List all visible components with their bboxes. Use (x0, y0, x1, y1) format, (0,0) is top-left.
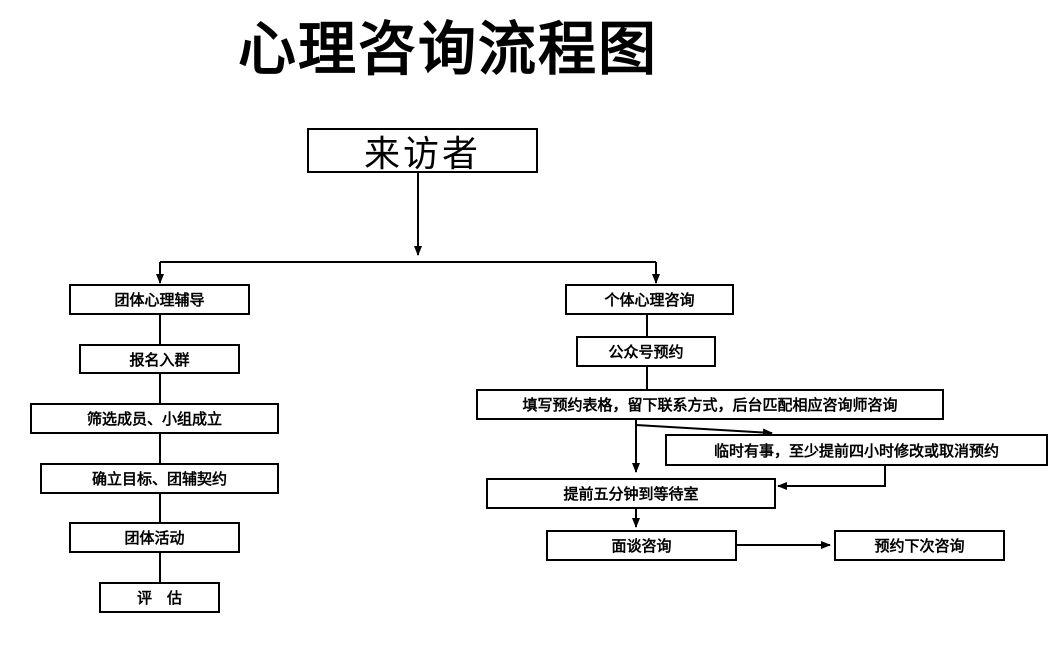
evaluation-box: 评 估 (99, 582, 220, 613)
individual-counseling-box: 个体心理咨询 (565, 284, 734, 315)
screen-members-box: 筛选成员、小组成立 (30, 403, 279, 434)
arrow-reschedule-early (777, 465, 886, 490)
booking-form-box: 填写预约表格，留下联系方式，后台匹配相应咨询师咨询 (476, 389, 944, 420)
reschedule-box: 临时有事，至少提前四小时修改或取消预约 (665, 434, 1048, 466)
page-title: 心理咨询流程图 (238, 15, 659, 83)
next-appointment-box: 预约下次咨询 (834, 530, 1005, 561)
interview-box: 面谈咨询 (546, 530, 737, 561)
group-activity-box: 团体活动 (69, 522, 240, 553)
visitor-box: 来访者 (307, 128, 538, 175)
arrow-form-reschedule (635, 424, 773, 437)
wechat-booking-box: 公众号预约 (576, 336, 716, 367)
group-counseling-box: 团体心理辅导 (69, 284, 250, 315)
signup-box: 报名入群 (79, 344, 240, 374)
arrive-early-box: 提前五分钟到等待室 (486, 478, 776, 509)
set-goals-box: 确立目标、团辅契约 (40, 463, 279, 494)
